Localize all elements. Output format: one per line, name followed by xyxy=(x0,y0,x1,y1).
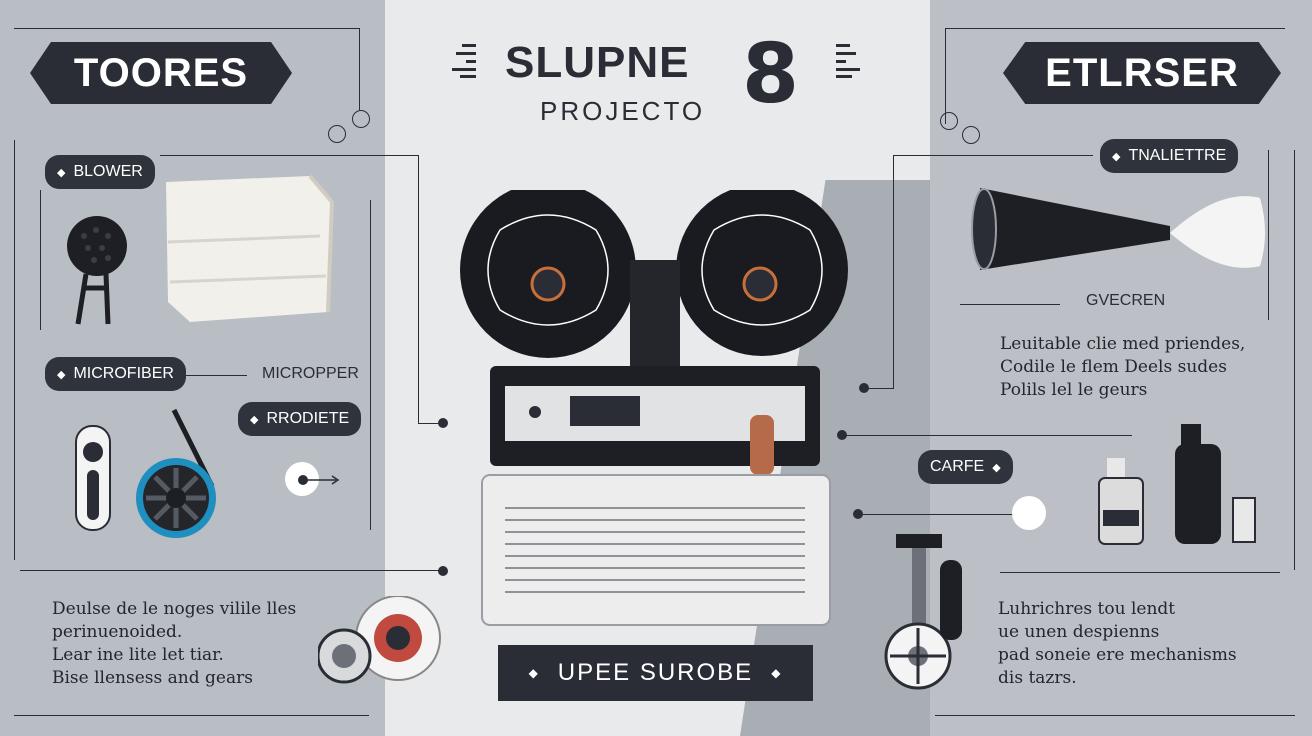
diamond-icon: ◆ xyxy=(528,666,540,680)
right-banner: ETLRSER xyxy=(1003,42,1281,104)
diamond-icon: ◆ xyxy=(57,368,66,381)
label-microfiber: MICROPPER xyxy=(262,365,359,382)
frame-line xyxy=(945,28,946,124)
frame-line xyxy=(935,715,1295,716)
connector-line xyxy=(893,155,1093,156)
connector-ring xyxy=(328,125,346,143)
connector-node xyxy=(438,566,448,576)
frame-line xyxy=(1268,150,1269,320)
frame-line xyxy=(1294,150,1295,570)
brush-icon xyxy=(970,178,1270,278)
connector-line xyxy=(842,435,1132,436)
connector-line xyxy=(418,423,443,424)
pill-label: BLOWER xyxy=(73,163,143,180)
connector-node xyxy=(438,418,448,428)
blower-icon xyxy=(62,208,132,328)
pill-label: CARFE xyxy=(930,458,985,475)
text-line: Deulse de le noges vilile lles xyxy=(52,599,297,619)
film-projector-icon xyxy=(460,182,860,690)
pill-tnalietre[interactable]: ◆ TNALIETTRE xyxy=(1100,139,1239,173)
connector-line xyxy=(864,388,894,389)
text-line: pad soneie ere mechanisms xyxy=(998,645,1237,665)
connector-node xyxy=(859,383,869,393)
frame-line xyxy=(14,28,359,29)
page-subtitle: PROJECTO xyxy=(540,96,706,126)
pill-label: MICROFIBER xyxy=(73,365,174,382)
label-gvecren: GVECREN xyxy=(1086,292,1166,309)
connector-node xyxy=(853,509,863,519)
right-body-text: Luhrichres tou lendt ue unen despienns p… xyxy=(998,598,1288,690)
left-body-text: Deulse de le noges vilile lles perinueno… xyxy=(52,598,372,690)
connector-ring xyxy=(940,112,958,130)
page-title: SLUPNE xyxy=(505,38,690,87)
frame-line xyxy=(14,140,15,560)
right-desc-text: Leuitable clie med priendes, Codile le f… xyxy=(1000,333,1290,402)
frame-line xyxy=(370,200,371,530)
right-panel xyxy=(930,0,1312,736)
connector-ring xyxy=(352,110,370,128)
pill-rrodiete[interactable]: ◆ RRODIETE xyxy=(238,402,362,436)
left-banner: TOORES xyxy=(30,42,292,104)
signal-bars-icon xyxy=(834,40,874,80)
pill-carfe[interactable]: CARFE ◆ xyxy=(918,450,1013,484)
frame-line xyxy=(40,190,41,330)
pill-microfiber[interactable]: ◆ MICROFIBER xyxy=(45,357,186,391)
diamond-icon: ◆ xyxy=(250,413,259,426)
cloth-icon xyxy=(160,172,340,327)
cta-label: UPEE SUROBE xyxy=(557,659,754,686)
frame-line xyxy=(359,28,360,110)
diamond-icon: ◆ xyxy=(771,666,783,680)
title-number: 8 xyxy=(742,27,800,122)
diamond-icon: ◆ xyxy=(992,461,1001,474)
gear-icon xyxy=(884,530,964,692)
diamond-icon: ◆ xyxy=(57,166,66,179)
diamond-icon: ◆ xyxy=(1112,150,1121,163)
oil-bottle-icon xyxy=(1095,420,1265,546)
text-line: Codile le flem Deels sudes xyxy=(1000,357,1227,377)
arrow-icon xyxy=(296,473,346,487)
text-line: Polils lel le geurs xyxy=(1000,380,1148,400)
connector-line xyxy=(160,155,418,156)
gear-icon xyxy=(134,406,224,542)
frame-line xyxy=(960,304,1060,305)
connector-ring xyxy=(962,126,980,144)
connector-line xyxy=(893,155,894,388)
text-line: dis tazrs. xyxy=(998,668,1077,688)
text-line: Leuitable clie med priendes, xyxy=(1000,334,1246,354)
indicator-circle xyxy=(1012,496,1046,530)
frame-line xyxy=(945,28,1285,29)
connector-line xyxy=(182,375,247,376)
connector-line xyxy=(858,514,1028,515)
text-line: ue unen despienns xyxy=(998,622,1160,642)
lens-icon xyxy=(316,595,443,696)
connector-line xyxy=(418,155,419,423)
frame-line xyxy=(1000,572,1280,573)
signal-bars-icon xyxy=(438,40,478,80)
pill-label: TNALIETTRE xyxy=(1128,147,1227,164)
frame-line xyxy=(14,715,369,716)
text-line: Lear ine lite let tiar. xyxy=(52,645,224,665)
text-line: Luhrichres tou lendt xyxy=(998,599,1176,619)
text-line: Bise llensess and gears xyxy=(52,668,253,688)
connector-node xyxy=(837,430,847,440)
text-line: perinuenoided. xyxy=(52,622,183,642)
pill-label: RRODIETE xyxy=(266,410,350,427)
pill-blower[interactable]: ◆ BLOWER xyxy=(45,155,155,189)
cta-button[interactable]: ◆ UPEE SUROBE ◆ xyxy=(498,645,813,701)
frame-line xyxy=(20,570,440,571)
microfiber-brush-icon xyxy=(72,422,116,534)
